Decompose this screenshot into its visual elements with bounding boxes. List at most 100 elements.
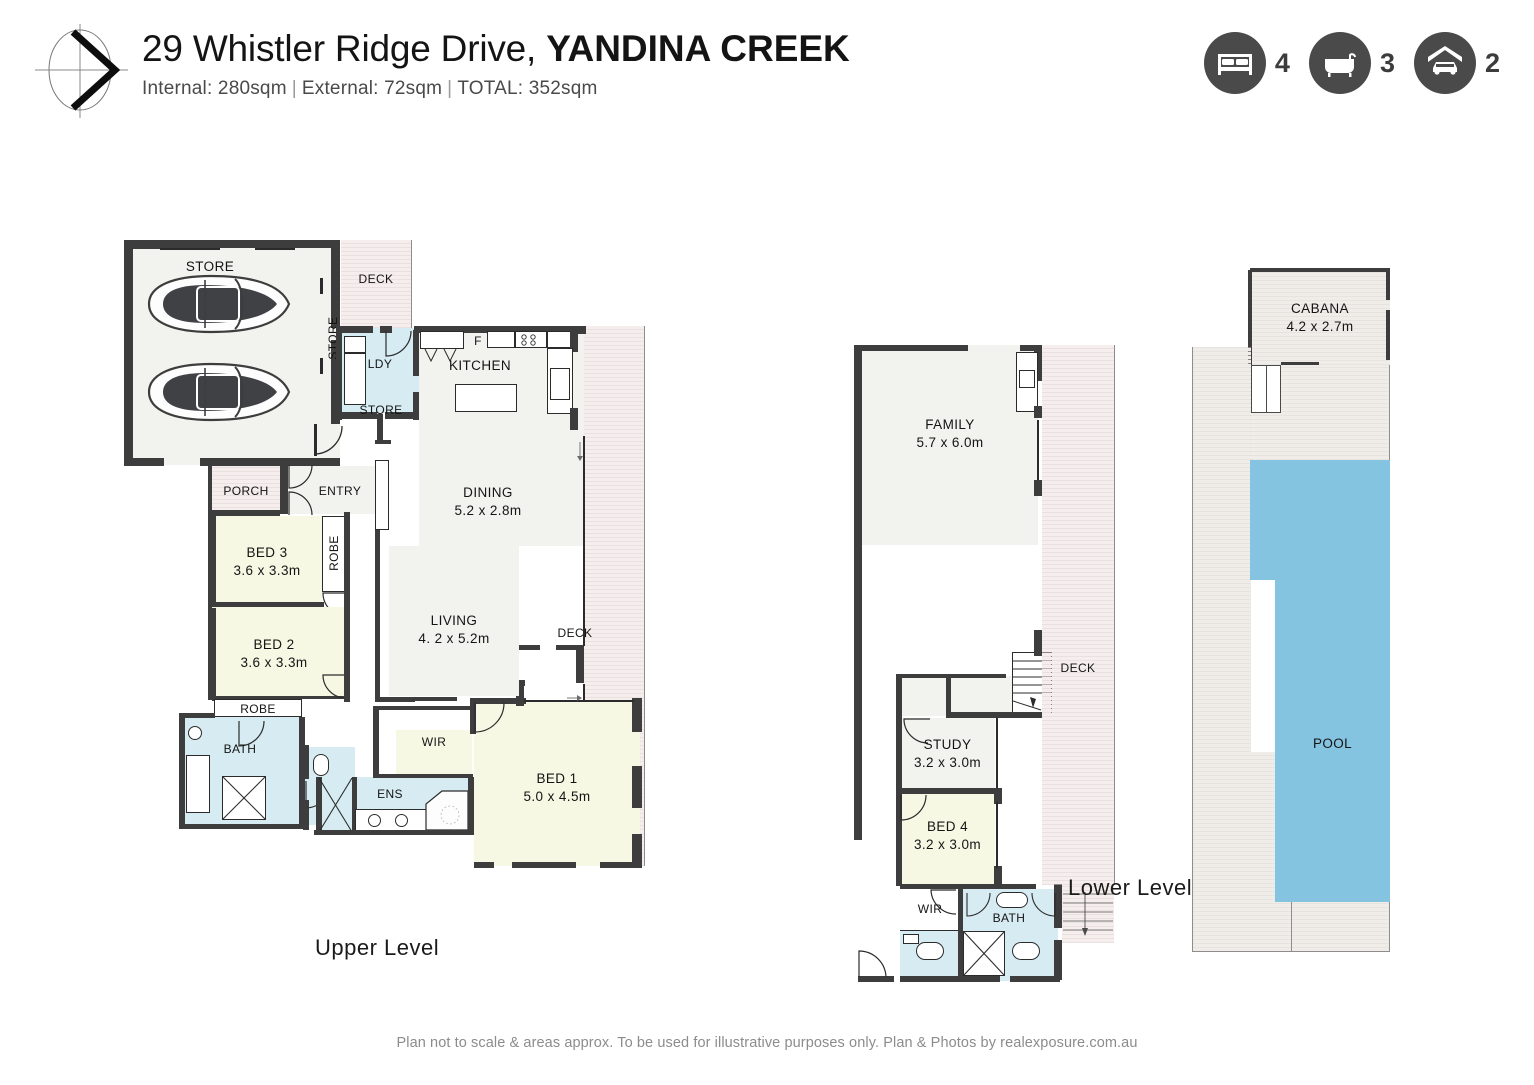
label-entry: ENTRY [318,484,362,498]
pool-paving-lower-left [1193,752,1291,952]
walk-in-robe-upper [396,728,472,776]
label-kitchen: KITCHEN [448,358,512,373]
internal-area: Internal: 280sqm [142,77,287,99]
label-deck-lower: DECK [1060,661,1096,675]
bed2-name: BED 2 [253,637,295,652]
label-store-garage: STORE [185,259,235,274]
label-robe-bed3: ROBE [326,535,341,571]
label-wir-lower: WIR [917,902,943,916]
lower-level-label: Lower Level [1068,875,1193,900]
bed4-dim: 3.2 x 3.0m [913,837,982,853]
label-store-laundry: STORE [359,403,403,417]
family-dim: 5.7 x 6.0m [916,435,984,451]
label-porch: PORCH [223,484,269,498]
study-area [900,718,995,790]
bed2-dim: 3.6 x 3.3m [240,655,308,671]
kitchen-island [455,384,517,412]
upper-deck-top [341,240,411,328]
pool-paving-left [1193,347,1251,752]
dining-name: DINING [463,485,513,500]
bathroom-count: 3 [1379,47,1395,78]
label-wir-upper: WIR [421,735,447,749]
address-suburb: YANDINA CREEK [546,28,850,69]
page-title: 29 Whistler Ridge Drive, YANDINA CREEK [142,27,850,71]
external-stair [1062,885,1114,943]
external-area: External: 72sqm [301,77,443,99]
study-name: STUDY [923,737,972,752]
pool-area-main [1275,580,1390,902]
bedroom-count: 4 [1274,47,1290,78]
bed3-dim: 3.6 x 3.3m [233,563,301,579]
car-icon [147,274,291,334]
label-study: STUDY 3.2 x 3.0m [900,736,995,772]
basin [395,814,408,827]
label-ensuite: ENS [377,787,403,801]
bedroom-4 [900,794,995,884]
bedroom-1 [474,702,640,866]
label-dining: DINING 5.2 x 2.8m [440,484,536,520]
lower-deck [1042,345,1114,885]
total-area: TOTAL: 352sqm [457,77,598,99]
floorplan-canvas: STORE STORE DECK [0,140,1534,1040]
vanity-basin [996,892,1028,908]
label-pool: POOL [1312,736,1353,751]
compass-rose-icon [33,18,133,123]
sink-lower [1019,370,1035,388]
small-basin [903,934,919,944]
bed1-name: BED 1 [536,771,578,786]
kitchen-bench-top [487,331,515,348]
basin [188,726,202,740]
stat-bedrooms: 4 [1203,32,1309,94]
label-bath-lower: BATH [992,911,1026,925]
dining-area [419,436,584,546]
label-bath-upper: BATH [223,742,257,756]
car-icon [147,362,291,422]
bed4-name: BED 4 [926,819,969,834]
family-name: FAMILY [925,417,975,432]
cabana-name: CABANA [1291,301,1349,316]
bed3-name: BED 3 [246,545,288,560]
porch-area [212,466,280,512]
label-deck-top: DECK [358,272,394,286]
label-laundry: LDY [367,357,393,371]
toilet [1012,942,1040,960]
hall-cupboard [375,460,389,530]
laundry-tub [344,336,366,353]
property-stats: 4 3 2 [1203,32,1500,94]
label-fridge: F [474,334,482,348]
area-summary: Internal: 280sqm|External: 72sqm|TOTAL: … [142,78,850,100]
garage-icon [1413,32,1476,94]
laundry-bench [344,353,366,405]
stat-bathrooms: 3 [1308,32,1414,94]
study-dim: 3.2 x 3.0m [913,755,982,771]
living-name: LIVING [430,613,478,628]
entry-area [280,466,388,514]
bathtub [186,755,210,813]
bed-icon [1203,32,1266,94]
footer-disclaimer: Plan not to scale & areas approx. To be … [396,1035,1138,1051]
cabana-dim: 4.2 x 2.7m [1286,319,1354,335]
toilet [313,754,329,776]
cabana-area [1250,270,1390,365]
page-header: 29 Whistler Ridge Drive, YANDINA CREEK I… [0,0,1534,140]
basin [368,814,381,827]
living-dim: 4. 2 x 5.2m [418,631,490,647]
toilet [916,942,944,960]
title-block: 29 Whistler Ridge Drive, YANDINA CREEK I… [142,27,850,100]
living-area [389,546,519,696]
pool-area [1250,460,1390,580]
label-robe-bed2: ROBE [240,702,276,716]
pantry-cabinet [420,331,464,349]
label-bed4: BED 4 3.2 x 3.0m [900,818,995,854]
sink [550,368,570,400]
stat-garage: 2 [1413,32,1500,94]
family-area [858,345,1038,545]
label-bed2: BED 2 3.6 x 3.3m [212,636,336,672]
bath-icon [1308,32,1371,94]
label-family: FAMILY 5.7 x 6.0m [880,416,1020,452]
label-deck-main: DECK [557,626,593,640]
label-cabana: CABANA 4.2 x 2.7m [1250,300,1390,336]
pool-paving-bottom [1291,902,1390,952]
dining-dim: 5.2 x 2.8m [454,503,522,519]
address-street: 29 Whistler Ridge Drive, [142,28,547,69]
